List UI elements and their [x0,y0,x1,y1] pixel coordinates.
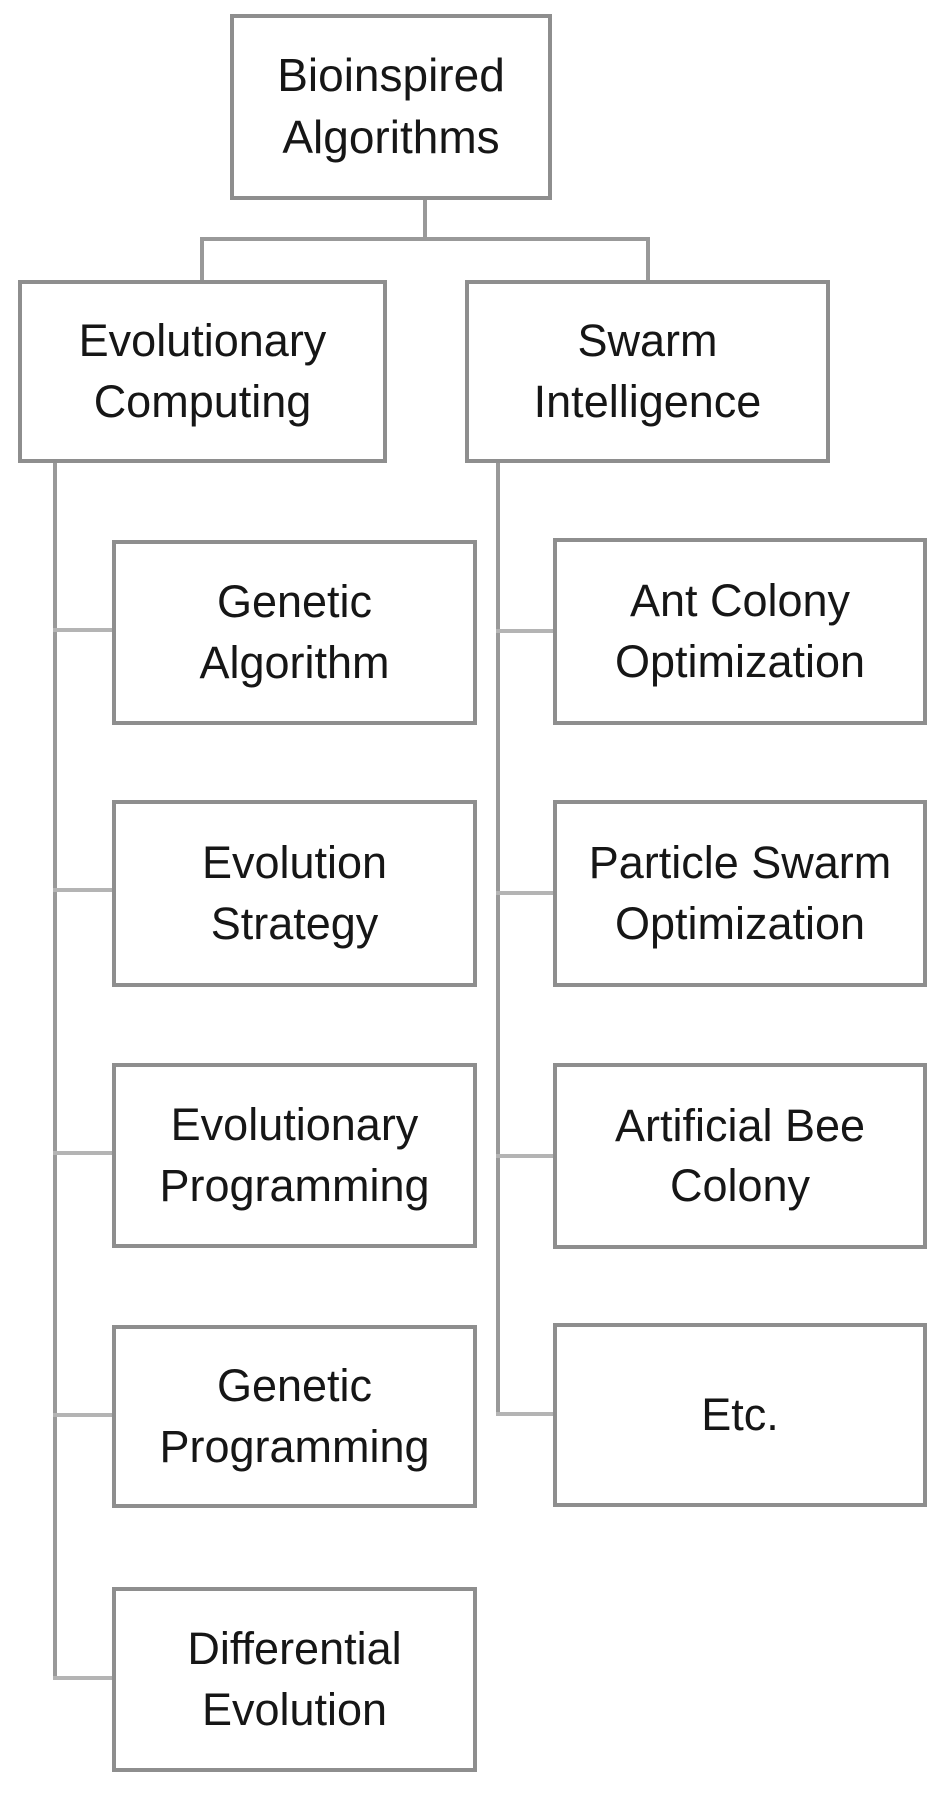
connector-stub-left-3 [53,1151,112,1155]
connector-branch-bar [200,237,650,241]
node-label: Evolutionary Computing [78,315,327,427]
node-evolutionary-computing: Evolutionary Computing [18,280,387,463]
node-label: Genetic Programming [159,1360,430,1472]
node-genetic-programming: Genetic Programming [112,1325,477,1508]
node-label: Artificial Bee Colony [614,1099,866,1211]
connector-trunk-left [53,461,57,1680]
node-swarm-intelligence: Swarm Intelligence [465,280,830,463]
node-label: Bioinspired Algorithms [277,49,505,163]
connector-stub-left-2 [53,888,112,892]
node-label: Genetic Algorithm [199,576,390,688]
connector-trunk-right [496,461,500,1416]
connector-stub-left-4 [53,1413,112,1417]
node-etc: Etc. [553,1323,927,1507]
node-label: Swarm Intelligence [533,315,762,427]
node-label: Evolution Strategy [201,837,388,949]
node-differential-evolution: Differential Evolution [112,1587,477,1772]
node-label: Ant Colony Optimization [614,575,866,687]
connector-root-drop [423,200,427,239]
node-particle-swarm-optimization: Particle Swarm Optimization [553,800,927,987]
node-artificial-bee-colony: Artificial Bee Colony [553,1063,927,1249]
connector-stub-right-3 [496,1154,553,1158]
node-label: Particle Swarm Optimization [588,837,892,949]
connector-stub-right-2 [496,891,553,895]
node-evolution-strategy: Evolution Strategy [112,800,477,987]
node-label: Differential Evolution [187,1623,402,1735]
connector-stub-left-1 [53,628,112,632]
connector-stub-right-4 [496,1412,553,1416]
connector-branch-drop-left [200,239,204,280]
node-genetic-algorithm: Genetic Algorithm [112,540,477,725]
node-label: Etc. [701,1388,779,1440]
connector-stub-left-5 [53,1676,112,1680]
connector-stub-right-1 [496,629,553,633]
node-bioinspired-algorithms: Bioinspired Algorithms [230,14,552,200]
node-label: Evolutionary Programming [159,1099,430,1211]
node-evolutionary-programming: Evolutionary Programming [112,1063,477,1248]
connector-branch-drop-right [646,239,650,280]
node-ant-colony-optimization: Ant Colony Optimization [553,538,927,725]
